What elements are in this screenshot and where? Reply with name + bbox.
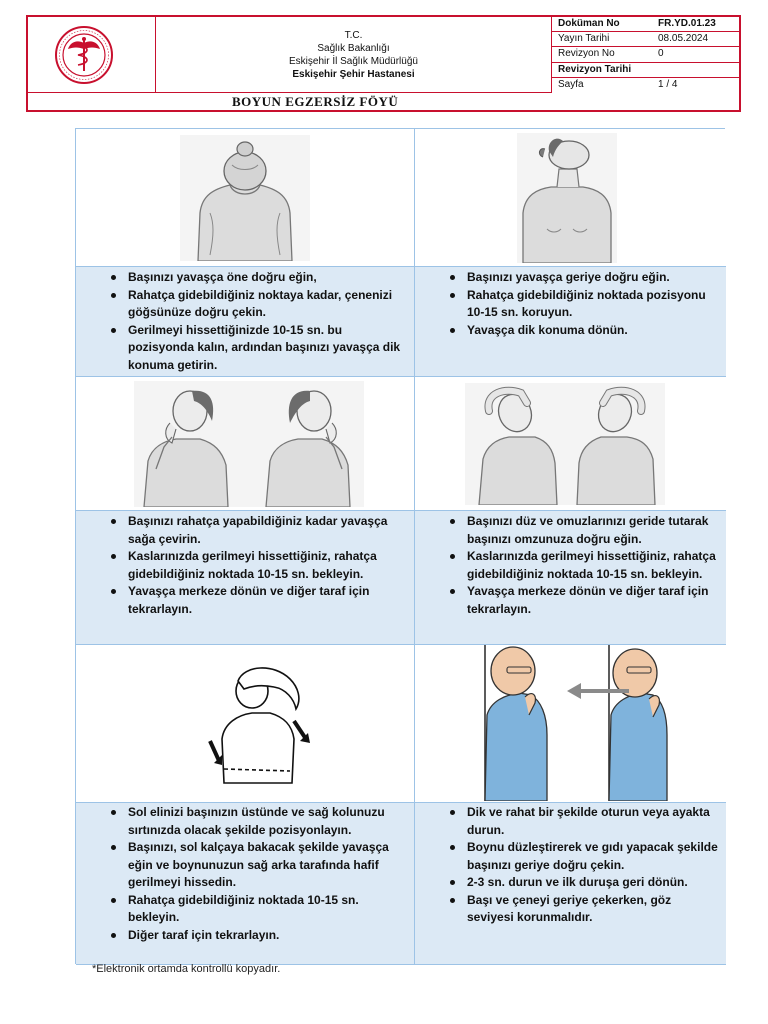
step-item: Kaslarınızda gerilmeyi hissettiğiniz, ra… xyxy=(415,548,718,583)
exercise-2-steps: Başınızı yavaşça geriye doğru eğin. Raha… xyxy=(415,267,718,339)
exercise-4-steps: Başınızı düz ve omuzlarınızı geride tuta… xyxy=(415,511,718,618)
step-item: Başı ve çeneyi geriye çekerken, göz sevi… xyxy=(415,892,718,927)
meta-label: Sayfa xyxy=(558,78,584,90)
exercise-2-instructions-cell: Başınızı yavaşça geriye doğru eğin. Raha… xyxy=(415,267,726,377)
step-item: Sol elinizi başınızın üstünde ve sağ kol… xyxy=(76,804,406,839)
organization-block: T.C. Sağlık Bakanlığı Eskişehir İl Sağlı… xyxy=(156,17,552,93)
document-meta-table: Doküman No FR.YD.01.23 Yayın Tarihi 08.0… xyxy=(552,17,741,93)
step-item: Rahatça gidebildiğiniz noktada 10-15 sn.… xyxy=(76,892,406,927)
document-title: BOYUN EGZERSİZ FÖYÜ xyxy=(232,94,399,109)
controlled-copy-note: *Elektronik ortamda kontrollü kopyadır. xyxy=(92,963,281,975)
logo-cell xyxy=(28,17,156,93)
org-line-ministry: Sağlık Bakanlığı xyxy=(317,43,390,54)
step-item: Dik ve rahat bir şekilde oturun veya aya… xyxy=(415,804,718,839)
meta-label: Doküman No xyxy=(558,18,620,29)
step-item: Yavaşça dik konuma dönün. xyxy=(415,322,718,340)
meta-row-revision-no: Revizyon No 0 xyxy=(552,47,741,63)
man-chin-tuck-icon xyxy=(484,645,668,801)
meta-label: Revizyon No xyxy=(558,48,615,60)
meta-label: Yayın Tarihi xyxy=(558,33,610,45)
meta-label: Revizyon Tarihi xyxy=(558,63,632,75)
exercise-4-instructions-cell: Başınızı düz ve omuzlarınızı geride tuta… xyxy=(415,511,726,645)
step-item: Başınızı, sol kalçaya bakacak şekilde ya… xyxy=(76,839,406,892)
exercise-grid: Başınızı yavaşça öne doğru eğin, Rahatça… xyxy=(75,128,726,965)
ministry-of-health-logo-icon xyxy=(55,26,113,84)
woman-backward-tilt-icon xyxy=(517,133,617,263)
exercise-3-illustration-cell xyxy=(76,377,415,511)
exercise-3-steps: Başınızı rahatça yapabildiğiniz kadar ya… xyxy=(76,511,406,618)
woman-head-rotation-icon xyxy=(134,381,364,507)
exercise-3-instructions-cell: Başınızı rahatça yapabildiğiniz kadar ya… xyxy=(76,511,415,645)
meta-value: FR.YD.01.23 xyxy=(658,18,716,29)
step-item: Yavaşça merkeze dönün ve diğer taraf içi… xyxy=(415,583,718,618)
step-item: Başınızı yavaşça öne doğru eğin, xyxy=(76,269,406,287)
step-item: Boynu düzleştirerek ve gıdı yapacak şeki… xyxy=(415,839,718,874)
exercise-5-instructions-cell: Sol elinizi başınızın üstünde ve sağ kol… xyxy=(76,803,415,965)
step-item: Rahatça gidebildiğiniz noktaya kadar, çe… xyxy=(76,287,406,322)
meta-row-page: Sayfa 1 / 4 xyxy=(552,78,741,93)
exercise-6-illustration-cell xyxy=(415,645,726,803)
person-hand-on-head-icon xyxy=(208,667,310,784)
exercise-1-instructions-cell: Başınızı yavaşça öne doğru eğin, Rahatça… xyxy=(76,267,415,377)
step-item: Gerilmeyi hissettiğinizde 10-15 sn. bu p… xyxy=(76,322,406,375)
step-item: Başınızı yavaşça geriye doğru eğin. xyxy=(415,269,718,287)
step-item: Diğer taraf için tekrarlayın. xyxy=(76,927,406,945)
document-header: T.C. Sağlık Bakanlığı Eskişehir İl Sağlı… xyxy=(26,15,741,112)
exercise-5-steps: Sol elinizi başınızın üstünde ve sağ kol… xyxy=(76,803,406,944)
exercise-5-illustration-cell xyxy=(76,645,415,803)
step-item: 2-3 sn. durun ve ilk duruşa geri dönün. xyxy=(415,874,718,892)
meta-value: 1 / 4 xyxy=(658,78,678,90)
step-item: Başınızı düz ve omuzlarınızı geride tuta… xyxy=(415,513,718,548)
meta-value: 0 xyxy=(658,48,664,60)
woman-lateral-stretch-icon xyxy=(465,383,665,505)
step-item: Kaslarınızda gerilmeyi hissettiğiniz, ra… xyxy=(76,548,406,583)
step-item: Rahatça gidebildiğiniz noktada pozisyonu… xyxy=(415,287,718,322)
woman-forward-bend-icon xyxy=(180,135,310,261)
exercise-2-illustration-cell xyxy=(415,129,726,267)
meta-value: 08.05.2024 xyxy=(658,33,709,45)
meta-row-doc-no: Doküman No FR.YD.01.23 xyxy=(552,17,741,33)
hospital-name: Eskişehir Şehir Hastanesi xyxy=(292,69,415,80)
exercise-1-illustration-cell xyxy=(76,129,415,267)
meta-row-revision-date: Revizyon Tarihi xyxy=(552,63,741,78)
org-line-directorate: Eskişehir İl Sağlık Müdürlüğü xyxy=(289,56,418,67)
meta-row-publish-date: Yayın Tarihi 08.05.2024 xyxy=(552,32,741,48)
org-line-tc: T.C. xyxy=(344,30,363,41)
step-item: Başınızı rahatça yapabildiğiniz kadar ya… xyxy=(76,513,406,548)
exercise-6-instructions-cell: Dik ve rahat bir şekilde oturun veya aya… xyxy=(415,803,726,965)
exercise-6-steps: Dik ve rahat bir şekilde oturun veya aya… xyxy=(415,803,718,927)
exercise-1-steps: Başınızı yavaşça öne doğru eğin, Rahatça… xyxy=(76,267,406,374)
step-item: Yavaşça merkeze dönün ve diğer taraf içi… xyxy=(76,583,406,618)
exercise-4-illustration-cell xyxy=(415,377,726,511)
